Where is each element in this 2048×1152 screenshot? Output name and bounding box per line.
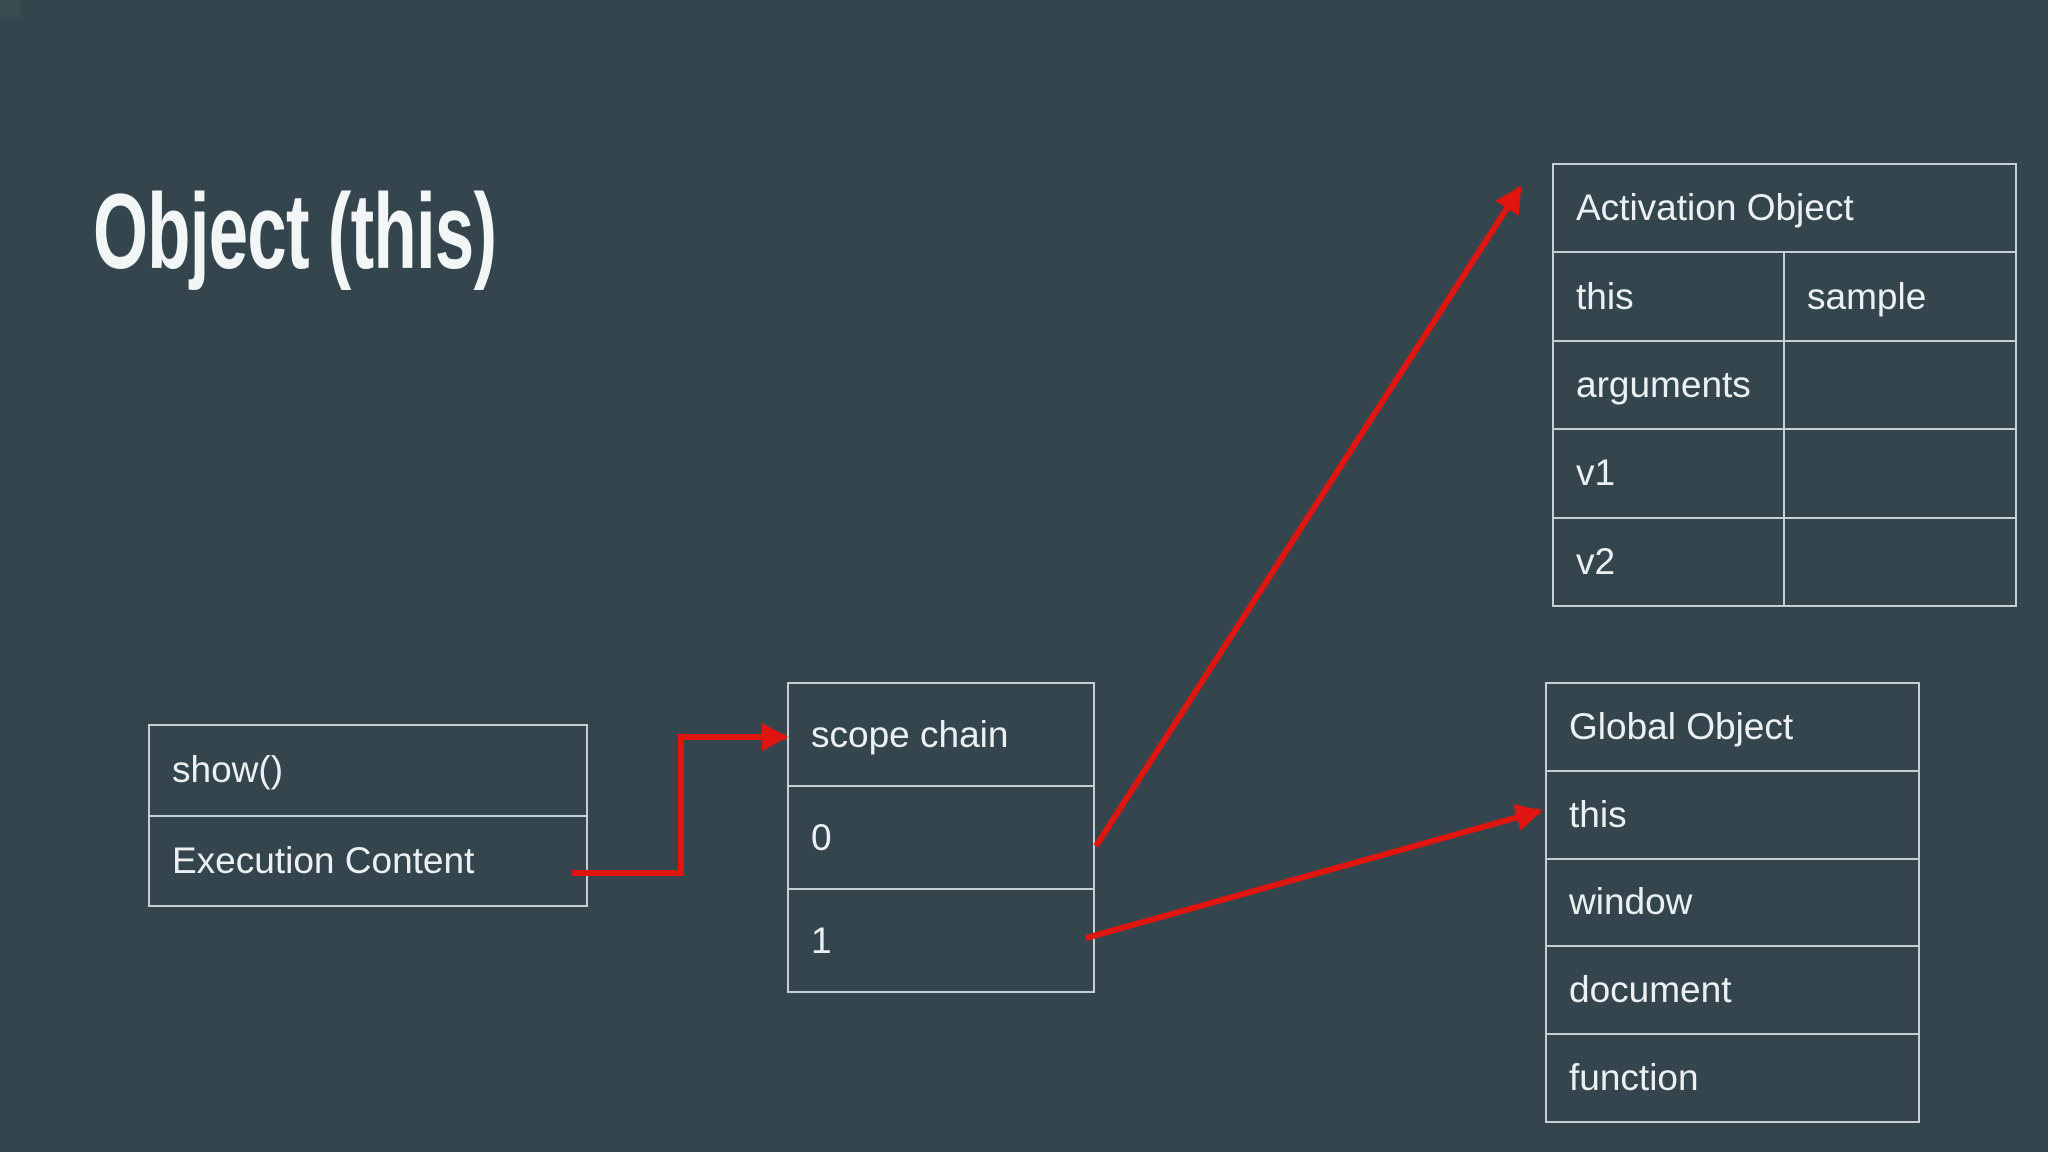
global-row-window: window [1547,857,1918,946]
activation-this-value: sample [1807,275,1927,317]
global-object-header-row: Global Object [1547,684,1918,770]
global-function-label: function [1569,1057,1699,1099]
scope-chain-item-1-label: 1 [811,919,832,961]
activation-v2-value [1785,519,2015,605]
global-row-function: function [1547,1033,1918,1121]
scope-chain-header-row: scope chain [789,684,1093,785]
global-row-document: document [1547,945,1918,1033]
activation-v1-value [1785,430,2015,516]
global-object-title: Global Object [1569,705,1794,747]
arrow-execution-to-scope-chain [572,723,789,876]
activation-arguments-key: arguments [1554,341,1785,429]
execution-box-function-row: show() [150,726,586,815]
activation-row-this: this sample [1554,251,2015,340]
activation-row-v1: v1 [1554,428,2015,517]
activation-v1-key: v1 [1554,430,1785,517]
global-window-label: window [1569,881,1693,923]
arrow-scope-0-to-activation-object [1093,185,1523,848]
function-label: show() [172,749,284,791]
activation-row-arguments: arguments [1554,339,2015,429]
corner-artifact [0,0,21,17]
activation-object-table: Activation Object this sample arguments … [1552,163,2017,607]
activation-object-header-row: Activation Object [1554,165,2015,251]
slide-title: Object (this) [93,170,497,291]
global-this-label: this [1569,793,1627,835]
activation-this-key: this [1554,253,1785,340]
global-object-table: Global Object this window document funct… [1545,682,1920,1123]
scope-chain-item-0-label: 0 [811,816,832,858]
arrow-scope-1-to-global-object [1085,804,1543,941]
scope-chain-label: scope chain [811,713,1009,755]
scope-chain-item-1: 1 [789,888,1093,991]
activation-arguments-value [1785,342,2015,428]
activation-object-title: Activation Object [1576,187,1854,229]
execution-box-context-row: Execution Content [150,814,586,906]
execution-context-label: Execution Content [172,839,475,881]
activation-v2-key: v2 [1554,518,1785,606]
global-document-label: document [1569,969,1732,1011]
execution-context-box: show() Execution Content [148,724,588,907]
scope-chain-item-0: 0 [789,785,1093,888]
global-row-this: this [1547,769,1918,858]
scope-chain-box: scope chain 0 1 [787,682,1095,993]
activation-row-v2: v2 [1554,516,2015,606]
